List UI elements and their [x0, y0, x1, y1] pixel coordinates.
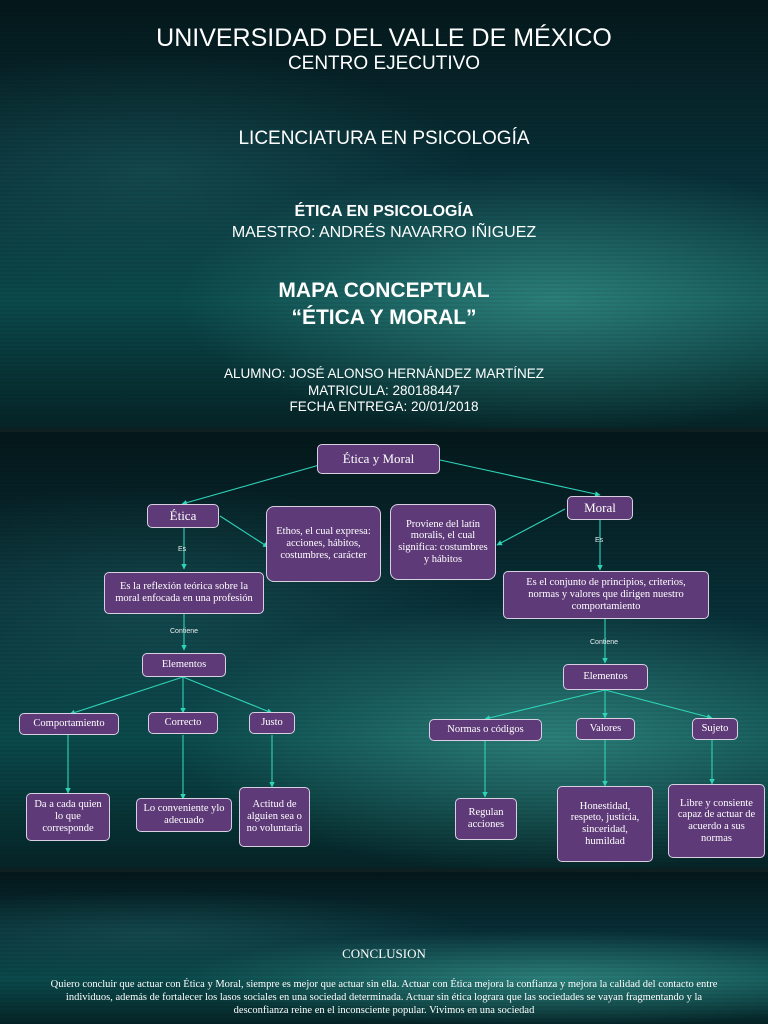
edge-elements-justo [182, 676, 273, 714]
justo-node: Justo [249, 712, 295, 734]
student-name: ALUMNO: JOSÉ ALONSO HERNÁNDEZ MARTÍNEZ [223, 366, 545, 381]
edge-moral-origin [496, 508, 566, 546]
moral-definition-node: Es el conjunto de principios, criterios,… [503, 571, 709, 619]
moral-link-es: Es [595, 537, 604, 544]
moral-origin-node: Proviene del latín moralis, el cual sign… [390, 504, 496, 580]
cover-slide: UNIVERSIDAD DEL VALLE DE MÉXICO CENTRO E… [0, 0, 768, 428]
justo-desc-node: Actitud de alguien sea o no voluntaria [239, 787, 310, 847]
slide-divider [0, 428, 768, 432]
etica-link-es: Es [178, 546, 187, 553]
sujeto-node: Sujeto [692, 718, 738, 740]
connector-lines [65, 459, 715, 800]
edge-elements-sujeto [604, 689, 713, 720]
etica-origin-node: Ethos, el cual expresa: acciones, hábito… [266, 506, 381, 582]
university-name: UNIVERSIDAD DEL VALLE DE MÉXICO [156, 24, 612, 52]
moral-node: Moral [567, 496, 633, 520]
edge-elements-comportamiento [69, 676, 184, 716]
valores-desc-node: Honestidad, respeto, justicia, sincerida… [557, 786, 653, 862]
conclusion-title: CONCLUSION [342, 946, 426, 961]
normas-desc-node: Regulan acciones [455, 798, 517, 840]
etica-elements-node: Elementos [142, 653, 226, 677]
document-type: MAPA CONCEPTUAL [278, 279, 490, 302]
conclusion-text: Quiero concluir que actuar con Ética y M… [50, 979, 718, 1016]
comportamiento-desc-node: Da a cada quien lo que corresponde [26, 793, 110, 841]
root-node: Ética y Moral [317, 444, 440, 474]
conclusion-slide: CONCLUSION Quiero concluir que actuar co… [0, 872, 768, 1024]
etica-link-contiene: Contiene [170, 628, 199, 635]
correcto-desc-node: Lo conveniente ylo adecuado [136, 798, 232, 832]
correcto-node: Correcto [148, 712, 218, 734]
edge-etica-origin [219, 515, 269, 548]
edge-root-moral [439, 459, 601, 497]
etica-definition-node: Es la reflexión teórica sobre la moral e… [104, 572, 264, 614]
comportamiento-node: Comportamiento [19, 713, 119, 735]
moral-link-contiene: Contiene [590, 639, 619, 646]
enrollment-number: MATRICULA: 280188447 [307, 383, 461, 398]
etica-node: Ética [147, 504, 219, 528]
teacher-name: MAESTRO: ANDRÉS NAVARRO IÑIGUEZ [231, 224, 537, 241]
moral-elements-node: Elementos [563, 664, 648, 690]
edge-elements-normas [484, 689, 606, 721]
concept-map-slide: Es Contiene Es Contiene Ética y Moral Ét… [0, 432, 768, 868]
valores-node: Valores [576, 718, 635, 740]
sujeto-desc-node: Libre y consiente capaz de actuar de acu… [668, 784, 765, 858]
campus-name: CENTRO EJECUTIVO [287, 53, 481, 74]
document-title: “ÉTICA Y MORAL” [291, 306, 477, 329]
subject-name: ÉTICA EN PSICOLOGÍA [294, 203, 474, 220]
slide-divider [0, 868, 768, 872]
edge-root-etica [181, 461, 331, 506]
due-date: FECHA ENTREGA: 20/01/2018 [289, 399, 479, 414]
degree-name: LICENCIATURA EN PSICOLOGÍA [238, 128, 530, 149]
normas-node: Normas o códigos [429, 719, 542, 741]
